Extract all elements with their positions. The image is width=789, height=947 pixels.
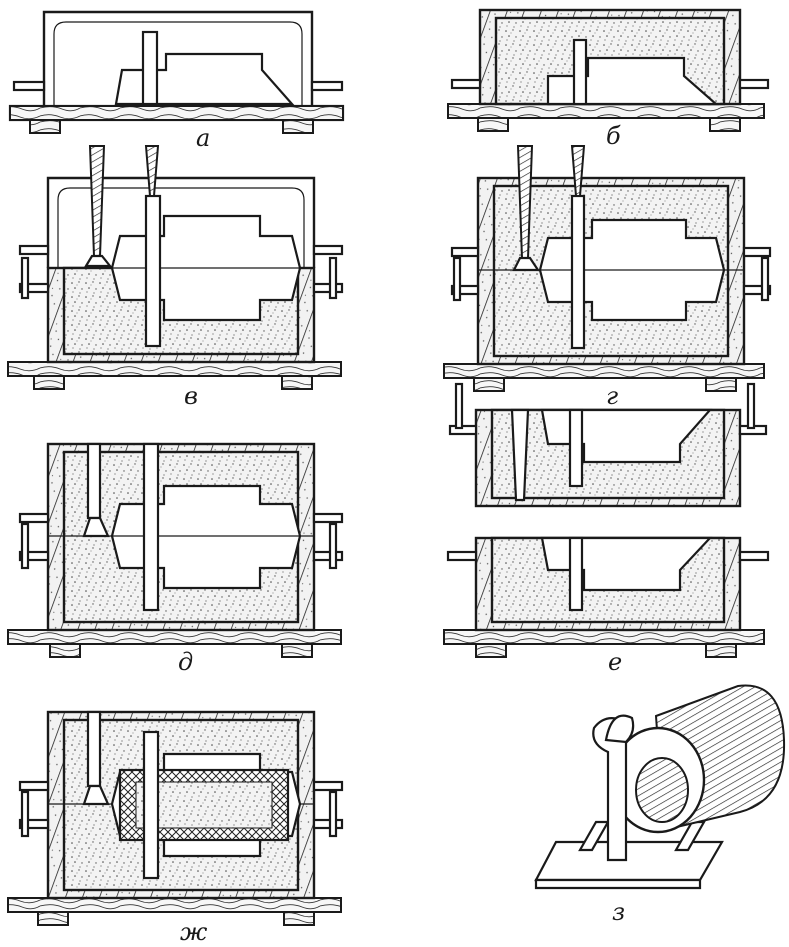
flask-handle: [12, 80, 46, 92]
panel-z: з: [534, 684, 786, 926]
flask-pin: [760, 256, 770, 302]
riser-channel: [568, 408, 584, 488]
flask-pin: [450, 284, 480, 296]
bottom-board: [7, 897, 342, 913]
caption-e: е: [608, 648, 622, 676]
flask-pin: [328, 790, 338, 838]
caption-d: д: [178, 648, 193, 676]
panel-b: б: [447, 8, 770, 150]
flask-handle: [450, 78, 482, 90]
pattern-half: [546, 56, 719, 106]
sprue-basin: [82, 784, 110, 806]
flask-pin: [20, 256, 30, 300]
bottom-board: [7, 629, 342, 645]
flask-pin: [18, 244, 50, 256]
support-block: [37, 911, 69, 926]
support-block: [49, 643, 81, 658]
flask-pin: [312, 282, 344, 294]
caption-v: в: [184, 382, 198, 410]
support-block: [473, 377, 505, 392]
support-block: [705, 377, 737, 392]
flask-pin: [312, 550, 344, 562]
flask-pin: [328, 522, 338, 570]
flask-handle: [738, 550, 770, 562]
support-block: [477, 117, 509, 132]
flask-pin: [20, 790, 30, 838]
support-block: [283, 911, 315, 926]
flask-handle: [446, 550, 478, 562]
riser-pin: [572, 38, 588, 106]
panel-a: а: [8, 10, 345, 152]
riser-channel: [142, 730, 160, 880]
support-block: [705, 643, 737, 658]
sprue-channel: [510, 408, 530, 502]
sprue-cup: [512, 256, 541, 272]
sprue-channel: [86, 710, 102, 788]
caption-z: з: [612, 898, 625, 926]
flask-pin: [18, 512, 50, 524]
support-block: [282, 119, 314, 134]
riser-pin: [141, 30, 159, 106]
flask-pin: [450, 246, 480, 258]
sprue-pin: [88, 145, 106, 257]
pattern-half: [114, 52, 295, 106]
panel-v: в: [7, 145, 344, 410]
sprue-basin: [82, 516, 110, 538]
caption-b: б: [606, 122, 621, 150]
flask-pin: [312, 818, 344, 830]
flask-pin: [18, 550, 50, 562]
flask-pin: [452, 256, 462, 302]
flask-pin: [312, 244, 344, 256]
riser-top: [144, 145, 160, 197]
sprue-channel: [86, 442, 102, 520]
caption-g: г: [606, 382, 618, 410]
cylinder-bore: [635, 757, 689, 823]
caption-a: а: [196, 124, 210, 152]
flask-pin: [742, 246, 772, 258]
flask-handle: [310, 80, 344, 92]
bottom-board: [7, 361, 342, 377]
support-block: [475, 643, 507, 658]
support-block: [33, 375, 65, 390]
flask-pin: [454, 382, 464, 430]
flask-pin: [746, 382, 756, 430]
support-block: [281, 643, 313, 658]
panel-g: г: [443, 145, 772, 410]
casting-rib: [674, 820, 706, 852]
riser-top: [570, 145, 586, 197]
flask-cope: [46, 176, 316, 268]
flask-pin: [18, 818, 50, 830]
flask-pin: [312, 512, 344, 524]
support-block: [281, 375, 313, 390]
support-block: [709, 117, 741, 132]
caption-zh: ж: [180, 918, 208, 946]
riser-channel: [142, 442, 160, 612]
flask-handle: [738, 78, 770, 90]
flask-pin: [20, 522, 30, 570]
panel-zh: ж: [7, 710, 344, 946]
flask-pin: [312, 780, 344, 792]
casting-base: [534, 840, 724, 882]
panel-d: д: [7, 442, 344, 676]
bottom-board: [447, 103, 765, 119]
flask-pin: [18, 282, 50, 294]
flask-pin: [18, 780, 50, 792]
cope-cavity: [540, 408, 713, 464]
riser-channel: [568, 536, 584, 612]
riser-pin: [144, 194, 162, 348]
riser-pin: [570, 194, 586, 350]
panel-e: е: [443, 382, 770, 676]
bottom-board: [443, 363, 765, 379]
flask-drag: [42, 10, 314, 106]
bottom-board: [443, 629, 765, 645]
support-block: [29, 119, 61, 134]
drag-cavity: [540, 536, 713, 592]
flask-pin: [742, 284, 772, 296]
sprue-cup: [84, 254, 113, 268]
flask-pin: [328, 256, 338, 300]
